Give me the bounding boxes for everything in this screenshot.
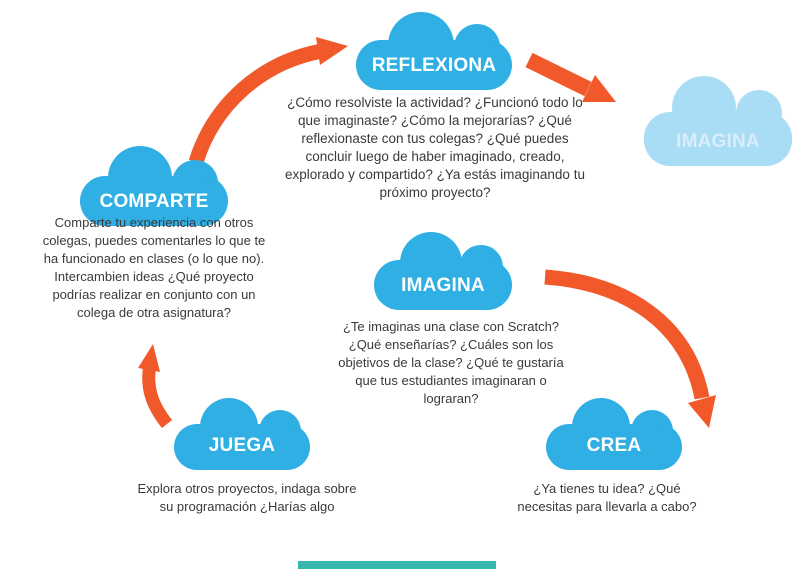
footer-accent-bar [298,561,496,569]
cloud-crea: CREA [546,398,682,470]
description-comparte: Comparte tu experiencia con otros colega… [42,215,266,320]
cloud-base [374,260,512,310]
cloud-label-imagina-next: IMAGINA [676,131,760,152]
cloud-base [174,424,310,470]
cloud-label-reflexiona: REFLEXIONA [371,55,497,76]
cloud-label-crea: CREA [586,435,642,456]
cloud-label-juega: JUEGA [208,435,276,456]
cloud-comparte: COMPARTE [80,146,228,226]
cloud-reflexiona: REFLEXIONA [356,12,512,90]
description-juega: Explora otros proyectos, indaga sobre su… [137,481,357,514]
description-reflexiona: ¿Cómo resolviste la actividad? ¿Funcionó… [285,95,585,200]
cloud-imagina-next: IMAGINA [644,76,792,166]
cloud-label-comparte: COMPARTE [99,191,209,212]
description-imagina: ¿Te imaginas una clase con Scratch? ¿Qué… [338,319,564,406]
cloud-base [644,112,792,166]
cloud-imagina: IMAGINA [374,232,512,310]
cloud-base [356,40,512,90]
description-crea: ¿Ya tienes tu idea? ¿Qué necesitas para … [517,481,697,514]
arrow-juega-to-comparte [138,344,173,429]
cloud-base [80,176,228,226]
cloud-base [546,424,682,470]
cloud-juega: JUEGA [174,398,310,470]
cloud-label-imagina: IMAGINA [401,275,485,296]
